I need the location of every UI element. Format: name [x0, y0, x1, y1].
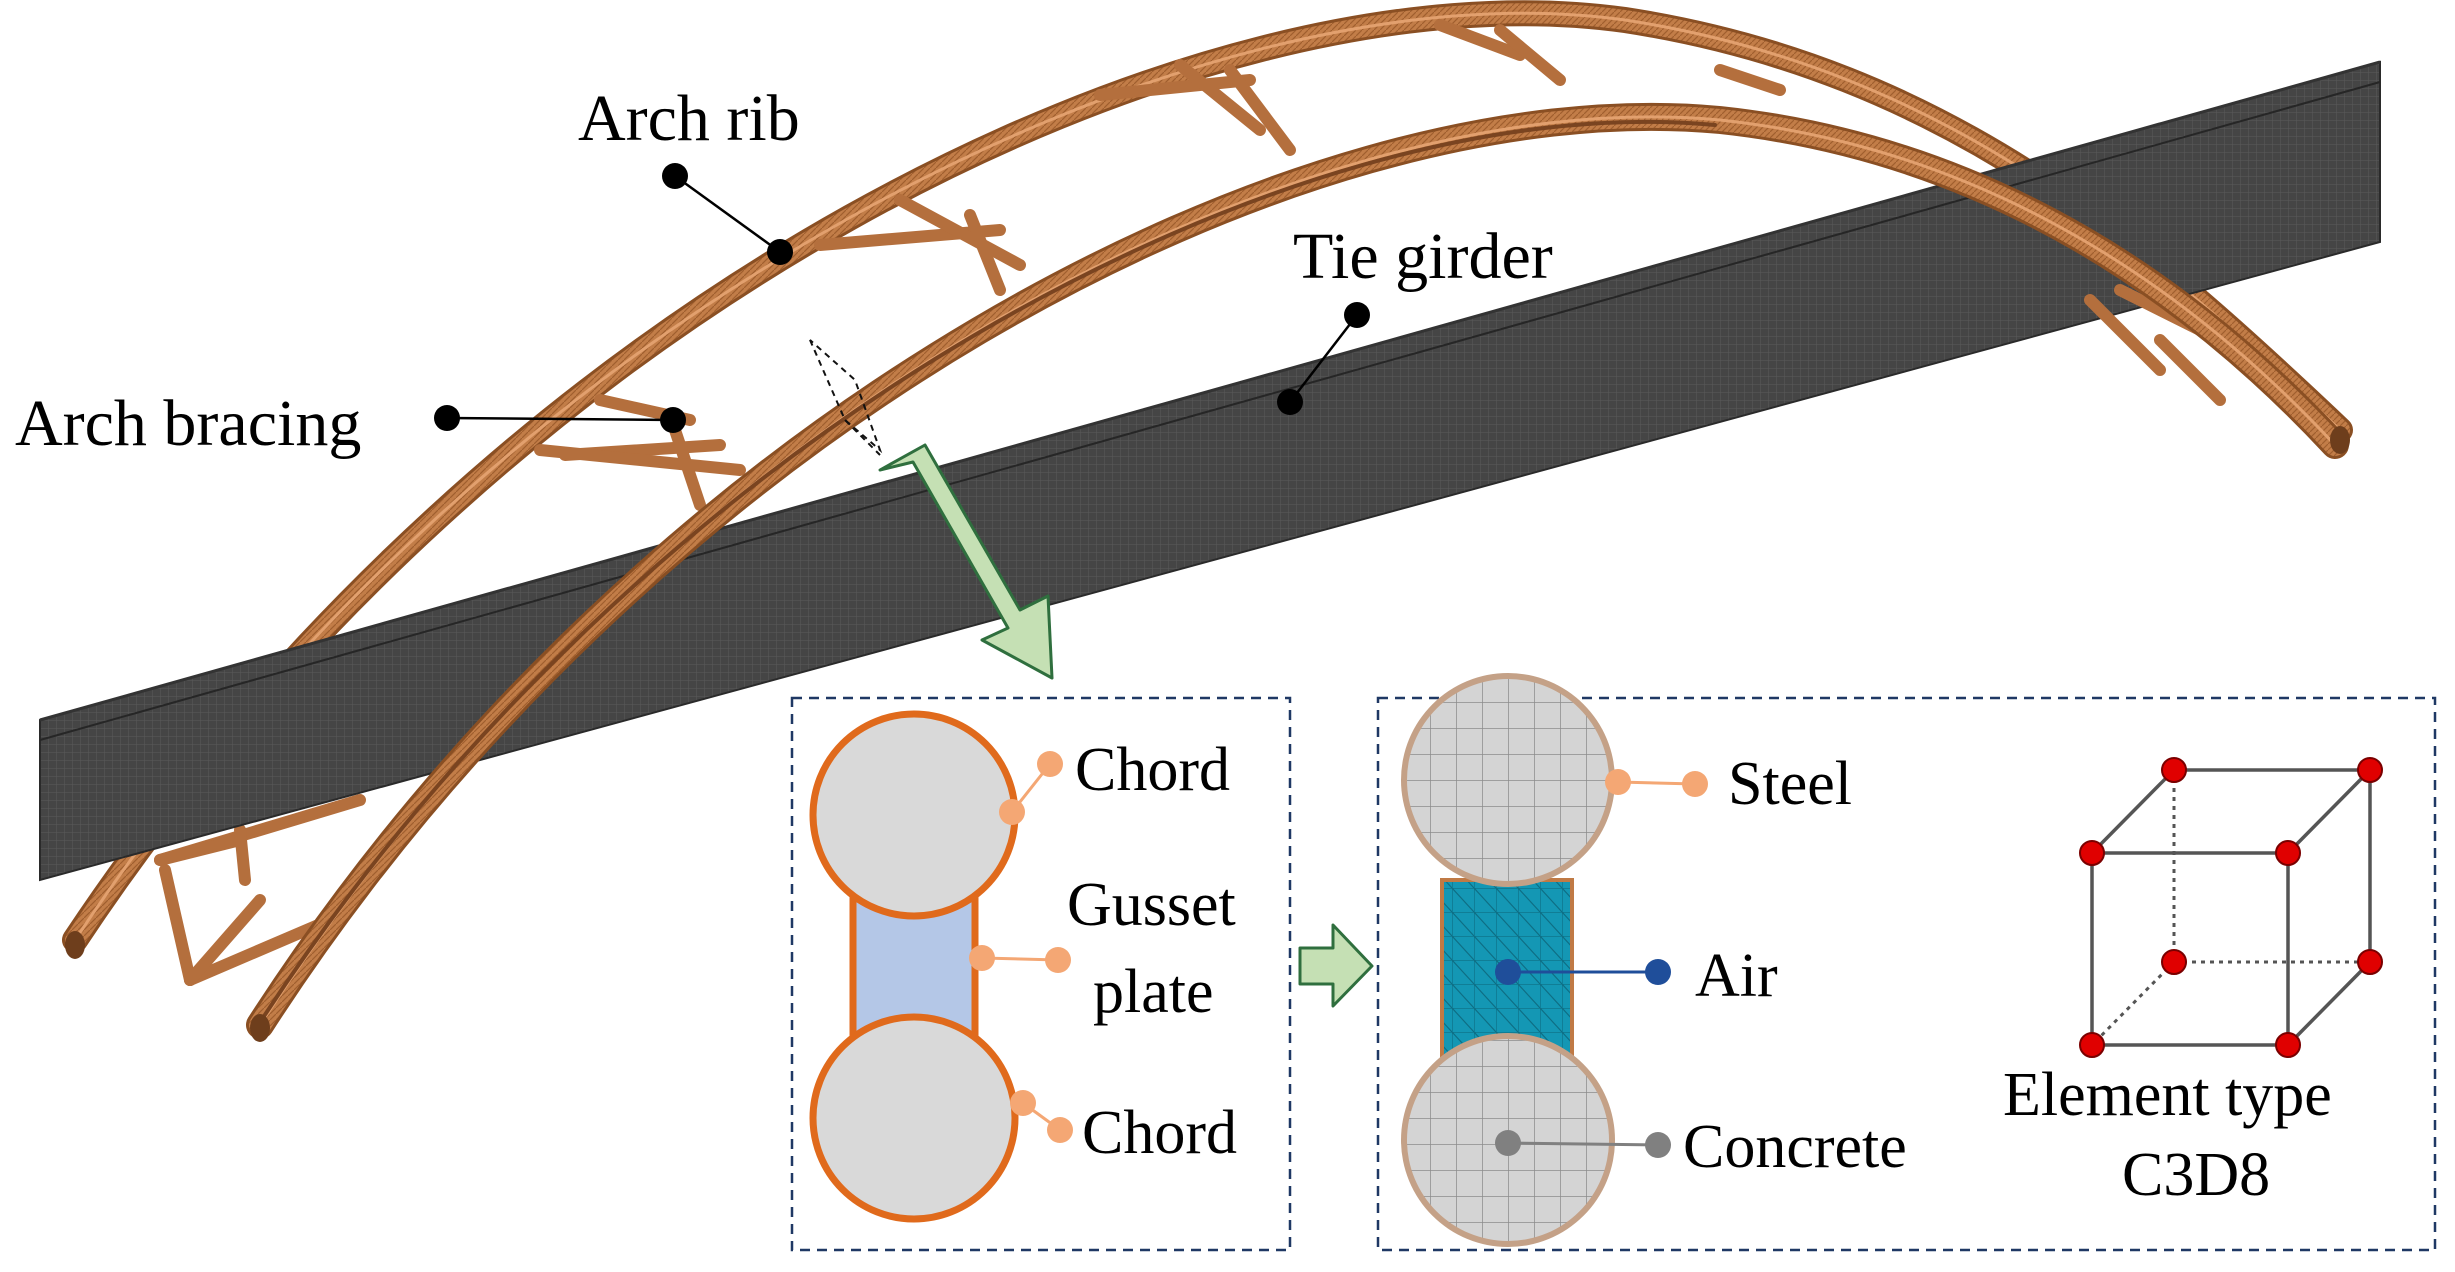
tie-girder-leader — [1277, 302, 1370, 415]
node-3 — [2357, 949, 2383, 975]
arch-rib-front — [246, 102, 2349, 1039]
concrete-marker — [1495, 1130, 1671, 1158]
chord-bottom — [809, 1013, 1019, 1223]
arch-rib-dot-inner — [767, 239, 793, 265]
node-2 — [2275, 1032, 2301, 1058]
concrete-core-top — [1407, 679, 1609, 881]
tie-girder-label: Tie girder — [1293, 220, 1553, 293]
arch-rib-dot-outer — [662, 163, 688, 189]
section-panel-border — [790, 696, 1292, 1252]
chord-bottom-marker — [1010, 1090, 1073, 1143]
section-panel: Chord Gusset plate Chord — [790, 696, 1292, 1252]
element-type-label: Element type — [2003, 1061, 2332, 1129]
arch-bracing-lower — [154, 794, 366, 986]
chord-top-marker — [999, 751, 1063, 825]
c3d8-element-cube — [2079, 757, 2383, 1058]
node-6 — [2275, 840, 2301, 866]
rib-ends — [65, 426, 2350, 1042]
chord-bottom-label: Chord — [1082, 1099, 1237, 1167]
node-4 — [2161, 949, 2187, 975]
node-7 — [2357, 757, 2383, 783]
mesh-panel-border — [1376, 696, 2437, 1252]
air-marker — [1495, 959, 1671, 985]
arch-bracing-leader — [434, 405, 686, 433]
arch-bracing-label: Arch bracing — [15, 387, 361, 460]
arch-bracing-dot-inner — [660, 407, 686, 433]
tie-girder-dot-inner — [1277, 389, 1303, 415]
section-callout-arrow — [878, 443, 1054, 680]
arch-rib-label: Arch rib — [578, 82, 800, 155]
chord-top — [809, 710, 1019, 920]
concrete-label: Concrete — [1683, 1113, 1907, 1181]
steel-marker — [1605, 769, 1708, 797]
arch-bracing-dot-outer — [434, 405, 460, 431]
node-8 — [2161, 757, 2187, 783]
mesh-panel: Steel Air Concrete — [1376, 673, 2437, 1252]
node-5 — [2079, 840, 2105, 866]
steel-label: Steel — [1728, 750, 1852, 818]
section-cut-marker — [809, 339, 883, 456]
element-code-label: C3D8 — [2122, 1141, 2270, 1209]
node-1 — [2079, 1032, 2105, 1058]
gusset-plate-label-line2: plate — [1093, 958, 1214, 1026]
tie-girder-dot-outer — [1344, 302, 1370, 328]
gusset-plate-label-line1: Gusset — [1067, 871, 1236, 939]
arch-bracing-upper — [534, 19, 2226, 511]
chord-top-label: Chord — [1075, 736, 1230, 804]
gusset-plate-marker — [969, 945, 1071, 973]
panel-transition-arrow — [1298, 923, 1374, 1008]
arch-rib-leader — [662, 163, 793, 265]
air-label: Air — [1695, 942, 1778, 1010]
bridge-model: Arch rib Tie girder Arch bracing — [15, 0, 2381, 1042]
